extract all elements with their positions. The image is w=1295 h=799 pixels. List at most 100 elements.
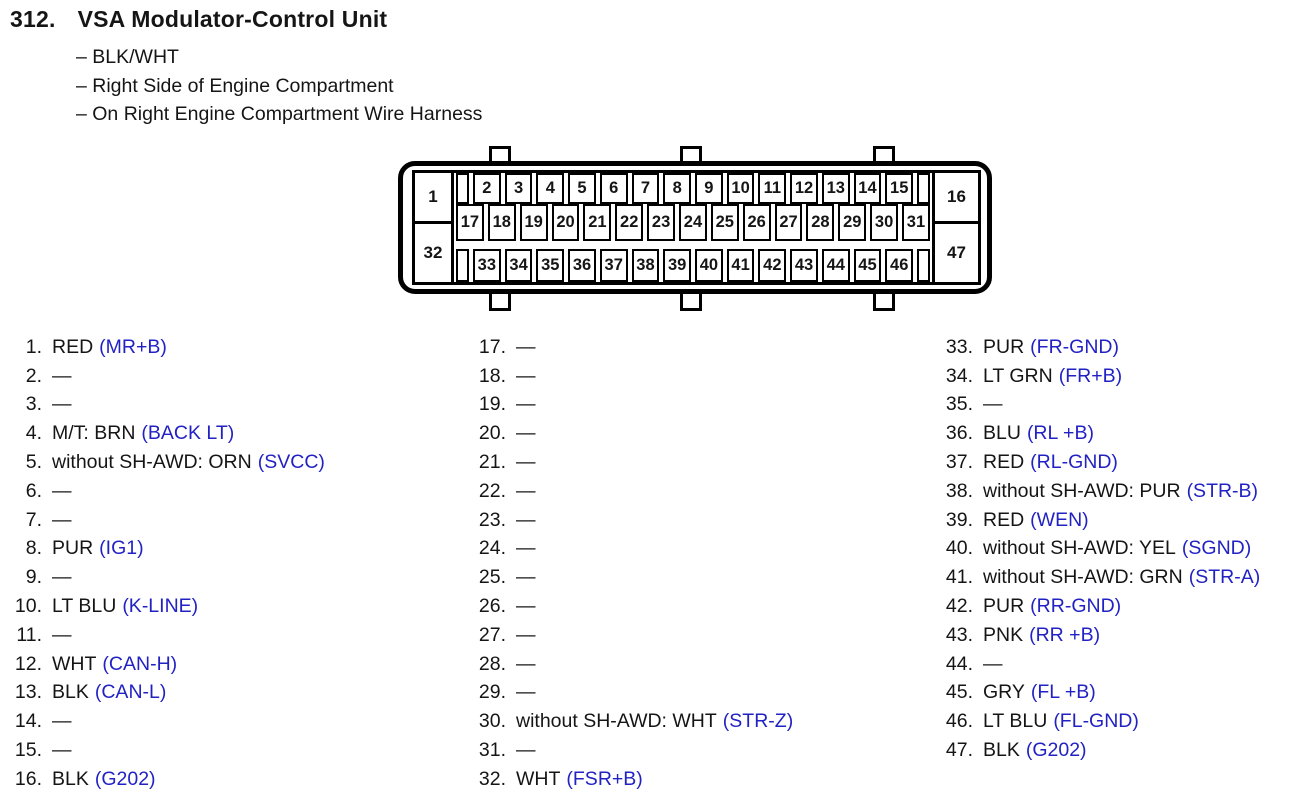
- connector-pin-cell: 44: [821, 249, 850, 282]
- connector-pin-cell: 17: [456, 204, 484, 241]
- pin-number: 9.: [25, 566, 42, 589]
- pin-wire-color: RED: [983, 508, 1025, 531]
- pin-row: 37.RED(RL-GND): [941, 448, 1260, 477]
- connector-pin-cell: 41: [726, 249, 755, 282]
- pin-wire-color: —: [516, 422, 536, 445]
- connector-pin-cell: 18: [487, 204, 516, 241]
- pin-wire-color: —: [516, 479, 536, 502]
- page-title: VSA Modulator-Control Unit: [77, 6, 388, 32]
- pin-signal: (K-LINE): [122, 595, 199, 618]
- connector-pin-cell: 16: [935, 173, 978, 225]
- pin-signal: (FL-GND): [1053, 710, 1139, 733]
- pin-number: 4.: [25, 422, 42, 445]
- connector-pin-cell: 27: [774, 204, 803, 241]
- pin-row: 28. —: [474, 650, 793, 679]
- connector-pin-cell: 2: [473, 173, 501, 204]
- pin-signal: (STR-B): [1186, 479, 1259, 502]
- pin-wire-color: —: [516, 652, 536, 675]
- pin-wire-color: —: [516, 335, 536, 358]
- pin-row: 15.—: [10, 736, 325, 765]
- pin-row: 2.—: [10, 362, 325, 391]
- connector-pin-cell: 37: [599, 249, 628, 282]
- pin-signal: (STR-A): [1188, 566, 1261, 589]
- pin-signal: (SGND): [1181, 537, 1252, 560]
- pin-wire-color: M/T: BRN: [52, 422, 136, 445]
- pin-number: 41.: [945, 566, 973, 589]
- connector-pin-cell: 5: [568, 173, 596, 204]
- connector-pin-cell: 30: [870, 204, 899, 241]
- section-number: 312.: [10, 6, 56, 32]
- connector-right-column: 16 47: [932, 173, 978, 282]
- pin-number: 28.: [478, 652, 506, 675]
- pin-number: 45.: [945, 681, 973, 704]
- pin-row: 14.—: [10, 707, 325, 736]
- pin-row: 18.—: [474, 362, 793, 391]
- pin-row: 34.LT GRN(FR+B): [941, 362, 1260, 391]
- pin-number: 27.: [478, 623, 506, 646]
- pin-number: 42.: [945, 595, 973, 618]
- pin-number: 13.: [14, 681, 42, 704]
- pin-wire-color: —: [516, 537, 536, 560]
- pin-signal: (FR-GND): [1030, 335, 1119, 358]
- connector-pin-cell: 22: [615, 204, 644, 241]
- pin-row: 24.—: [474, 535, 793, 564]
- connector-pin-cell: 10: [726, 173, 755, 204]
- pin-number: 38.: [945, 479, 973, 502]
- pin-wire-color: BLU: [983, 422, 1021, 445]
- pin-number: 39.: [945, 508, 973, 531]
- pin-row: 6.—: [10, 477, 325, 506]
- pin-wire-color: —: [52, 623, 72, 646]
- pin-signal: (CAN-L): [94, 681, 167, 704]
- pin-row: 43.PNK(RR +B): [941, 621, 1260, 650]
- connector-pin-cell: 12: [790, 173, 818, 204]
- pin-number: 14.: [14, 710, 42, 733]
- pin-number: 5.: [25, 451, 42, 474]
- pin-number: 20.: [478, 422, 506, 445]
- pin-row: 45.GRY(FL +B): [941, 679, 1260, 708]
- connector-pin-cell: 9: [695, 173, 723, 204]
- pin-wire-color: —: [983, 652, 1003, 675]
- pin-row: 21.—: [474, 448, 793, 477]
- pin-row: 42.PUR(RR-GND): [941, 592, 1260, 621]
- pin-row: 12.WHT(CAN-H): [10, 650, 325, 679]
- pin-number: 43.: [945, 623, 973, 646]
- pin-wire-color: LT GRN: [983, 364, 1053, 387]
- pin-signal: (G202): [94, 767, 156, 790]
- pin-number: 19.: [478, 393, 506, 416]
- subtitle-line: – Right Side of Engine Compartment: [76, 74, 394, 97]
- pin-wire-color: BLK: [52, 681, 89, 704]
- pin-wire-color: —: [516, 681, 536, 704]
- pin-wire-color: PNK: [983, 623, 1024, 646]
- pin-row: 5.without SH-AWD: ORN(SVCC): [10, 448, 325, 477]
- connector-pin-cell: 28: [806, 204, 835, 241]
- pin-row: 41.without SH-AWD: GRN(STR-A): [941, 563, 1260, 592]
- pin-number: 31.: [478, 739, 506, 762]
- pin-number: 35.: [945, 393, 973, 416]
- pin-list-column-1: 1.RED(MR+B)2.—3.—4.M/T: BRN(BACK LT)5.wi…: [10, 333, 325, 794]
- pin-row: 39.RED(WEN): [941, 506, 1260, 535]
- pin-wire-color: —: [52, 393, 72, 416]
- connector-pin-cell: 35: [536, 249, 565, 282]
- pin-wire-color: —: [516, 595, 536, 618]
- pin-row: 10.LT BLU(K-LINE): [10, 592, 325, 621]
- pin-wire-color: —: [52, 566, 72, 589]
- pin-number: 44.: [945, 652, 973, 675]
- pin-list-column-2: 17.—18.—19.—20.—21.—22.—23.—24.—25.—26.—…: [474, 333, 793, 794]
- subtitle-line: – On Right Engine Compartment Wire Harne…: [76, 103, 483, 125]
- connector-spacer-cell: [456, 249, 469, 282]
- pin-wire-color: —: [52, 479, 72, 502]
- pin-number: 16.: [14, 767, 42, 790]
- connector-pin-cell: 38: [631, 249, 660, 282]
- connector-pin-cell: 14: [853, 173, 882, 204]
- pin-number: 36.: [945, 422, 973, 445]
- pin-row: 22.—: [474, 477, 793, 506]
- pin-row: 31.—: [474, 736, 793, 765]
- pin-row: 40.without SH-AWD: YEL(SGND): [941, 535, 1260, 564]
- connector-pin-cell: 11: [758, 173, 787, 204]
- pin-wire-color: PUR: [52, 537, 94, 560]
- pin-number: 11.: [16, 623, 42, 646]
- pin-wire-color: —: [516, 623, 536, 646]
